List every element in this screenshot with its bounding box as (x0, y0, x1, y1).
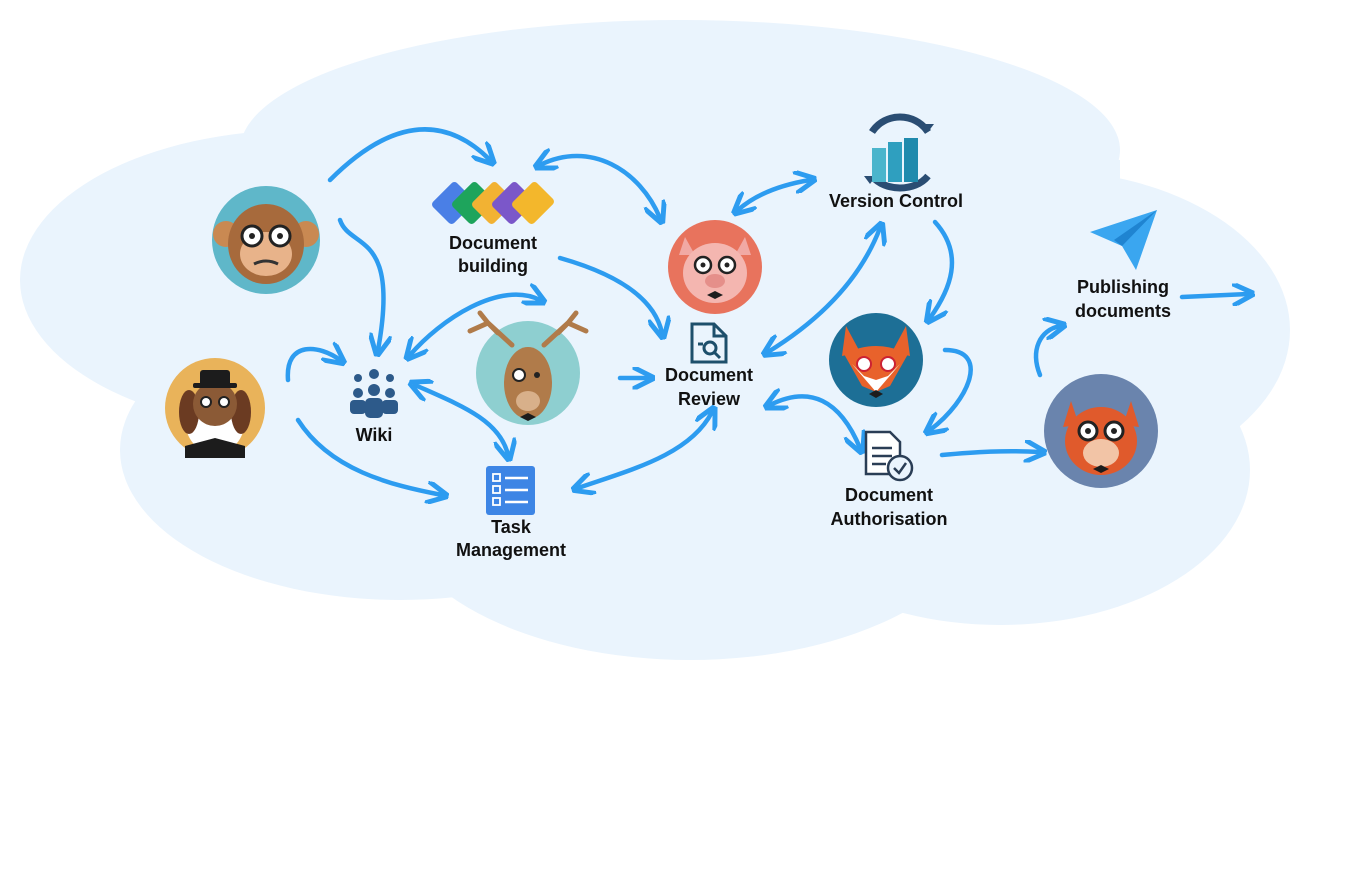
document-search-icon (690, 322, 728, 364)
arrow-cat-to-publishing (1033, 326, 1060, 378)
arrow-building-to-review (557, 255, 662, 333)
arrow-publishing-out (1179, 294, 1248, 297)
arrow-pig-version (738, 180, 810, 210)
deer-avatar (467, 310, 589, 425)
task-management-label-line1: Task (491, 517, 532, 537)
pig-avatar (668, 220, 762, 314)
dog-avatar (165, 358, 265, 458)
task-management-label-line2: Management (456, 540, 566, 560)
arrow-version-to-fox (930, 219, 955, 318)
checklist-icon (486, 466, 535, 515)
document-authorisation-label-line1: Document (845, 485, 933, 505)
version-control-label: Version Control (829, 191, 963, 211)
document-building-label-line2: building (458, 256, 528, 276)
task-management-node: Task Management (456, 466, 566, 560)
version-control-node: Version Control (829, 113, 963, 211)
document-review-node: Document Review (665, 322, 753, 409)
version-control-sync-icon (864, 113, 934, 192)
document-check-icon (864, 430, 914, 482)
arrow-wiki-building (410, 295, 540, 355)
arrow-authorisation-to-cat (939, 451, 1040, 455)
arrow-building-to-pig (540, 156, 660, 218)
arrow-review-authorisation (770, 396, 860, 448)
document-authorisation-node: Document Authorisation (831, 430, 948, 529)
publishing-documents-label-line2: documents (1075, 301, 1171, 321)
wiki-node: Wiki (350, 369, 398, 445)
document-review-label-line2: Review (678, 389, 741, 409)
colored-documents-icon (432, 182, 554, 224)
fox-avatar (829, 313, 923, 407)
publishing-documents-node: Publishing documents (1075, 210, 1171, 321)
arrow-wiki-task (415, 385, 508, 455)
document-authorisation-label-line2: Authorisation (831, 509, 948, 529)
publishing-documents-label-line1: Publishing (1077, 277, 1169, 297)
arrow-version-review (768, 228, 880, 352)
cat-avatar (1044, 374, 1158, 488)
arrow-dog-to-task (295, 417, 442, 495)
arrow-monkey-to-wiki (337, 217, 384, 350)
arrow-monkey-to-building (327, 127, 490, 183)
flow-arrows (285, 127, 1248, 495)
document-building-node: Document building (432, 182, 554, 276)
document-building-label-line1: Document (449, 233, 537, 253)
cloud-background (20, 20, 1290, 660)
arrow-fox-to-authorisation (930, 347, 973, 430)
team-ideas-icon (350, 369, 398, 418)
arrow-dog-to-wiki (285, 349, 340, 383)
paper-plane-icon (1090, 210, 1157, 270)
document-review-label-line1: Document (665, 365, 753, 385)
wiki-label: Wiki (356, 425, 393, 445)
monkey-avatar (212, 186, 320, 294)
arrow-review-task (578, 412, 712, 488)
